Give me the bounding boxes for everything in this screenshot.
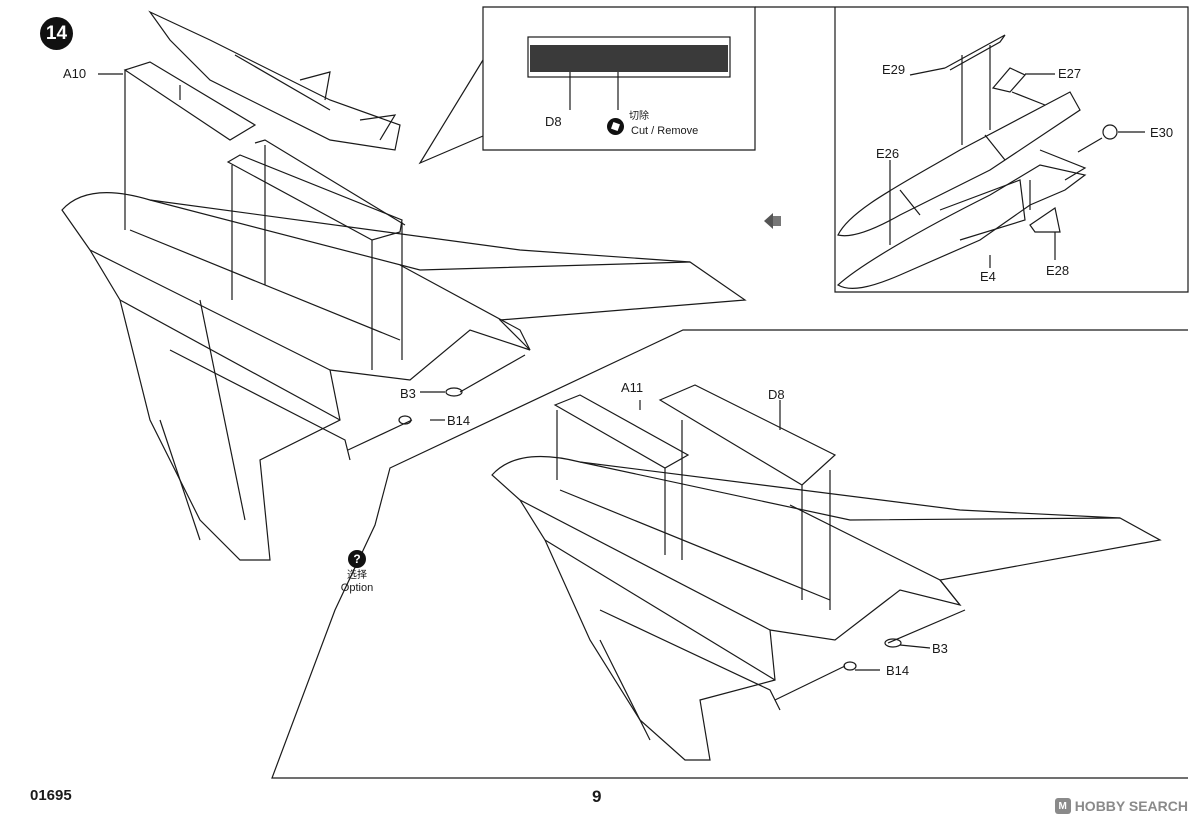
top-missile-outline bbox=[148, 10, 401, 151]
label-b3-top: B3 bbox=[400, 386, 416, 401]
missile-lower bbox=[836, 164, 1087, 290]
question-icon: ? bbox=[348, 550, 366, 568]
part-d8-outline bbox=[658, 384, 837, 486]
step-number-badge: 14 bbox=[40, 17, 73, 50]
part-e29 bbox=[944, 34, 1006, 71]
cut-instruction-en: Cut / Remove bbox=[631, 125, 699, 137]
label-d8: D8 bbox=[768, 387, 785, 402]
bottom-airframe-outline bbox=[491, 455, 1162, 761]
label-a10: A10 bbox=[63, 66, 87, 81]
page-number: 9 bbox=[592, 787, 602, 806]
part-a10-outline bbox=[123, 61, 257, 141]
part-b14-top bbox=[398, 415, 412, 425]
label-a11: A11 bbox=[621, 380, 644, 395]
part-e28 bbox=[1029, 206, 1061, 233]
cut-instruction-cn: 切除 bbox=[629, 111, 649, 122]
watermark-logo-icon: M bbox=[1054, 798, 1071, 814]
product-code: 01695 bbox=[30, 787, 72, 804]
detail-frame-missile bbox=[755, 6, 1189, 293]
direction-arrow-icon bbox=[764, 213, 781, 229]
rail-part-2 bbox=[254, 139, 406, 226]
label-e27: E27 bbox=[1058, 66, 1082, 81]
cut-part-shaded bbox=[530, 45, 728, 72]
label-b14-bottom: B14 bbox=[886, 663, 910, 678]
part-a11-outline bbox=[553, 394, 690, 469]
part-b14-bottom bbox=[843, 661, 857, 671]
option-marker: ? 选择 Option bbox=[332, 550, 382, 594]
label-b3-bottom: B3 bbox=[932, 641, 948, 656]
detail-callout-pointer bbox=[418, 59, 484, 165]
label-e26: E26 bbox=[876, 146, 900, 161]
watermark: M HOBBY SEARCH bbox=[1054, 798, 1188, 814]
missile-upper bbox=[837, 91, 1081, 237]
cut-part-label: D8 bbox=[545, 114, 562, 129]
cut-remove-icon bbox=[607, 118, 624, 135]
watermark-text: HOBBY SEARCH bbox=[1074, 798, 1188, 814]
part-b3-top bbox=[445, 387, 463, 397]
label-b14-top: B14 bbox=[447, 413, 471, 428]
cut-part-outline bbox=[527, 36, 731, 78]
divider-line bbox=[271, 329, 1188, 779]
top-airframe-outline bbox=[61, 191, 747, 561]
detail-frame-cut bbox=[482, 6, 756, 151]
label-e4: E4 bbox=[980, 269, 996, 284]
part-b3-bottom bbox=[884, 638, 902, 648]
part-e30 bbox=[1102, 124, 1118, 140]
part-e27 bbox=[991, 67, 1026, 93]
option-label-cn: 选择 bbox=[347, 570, 367, 581]
rail-part-1 bbox=[226, 154, 403, 241]
option-label-en: Option bbox=[340, 582, 374, 594]
label-e29: E29 bbox=[882, 62, 906, 77]
label-e28: E28 bbox=[1046, 263, 1070, 278]
label-e30: E30 bbox=[1150, 125, 1174, 140]
